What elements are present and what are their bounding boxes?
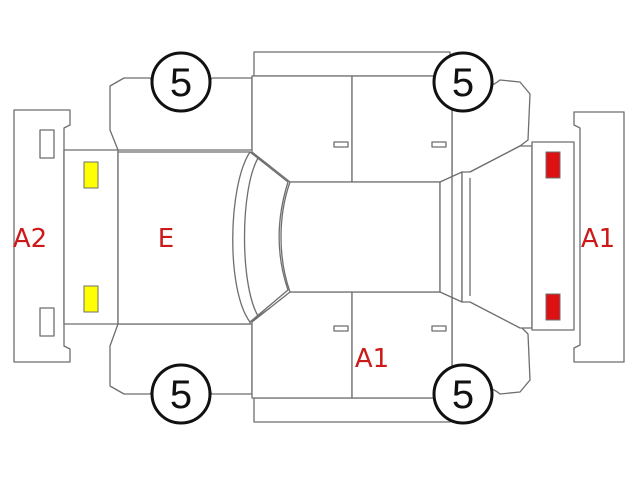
right-front-handle [431, 325, 447, 332]
tire-rear-left: 5 [150, 51, 212, 113]
tire-tread-front-right: 5 [452, 373, 474, 417]
tire-rear-right: 5 [150, 363, 212, 425]
hood-code: E [158, 224, 174, 254]
rear-bumper-code: A2 [13, 224, 47, 254]
roof [280, 181, 441, 293]
tire-tread-front-left: 5 [452, 61, 474, 105]
front-lamp-left [545, 151, 561, 179]
rear-lamp-right [83, 285, 99, 313]
rear-bumper [13, 109, 71, 363]
front-bumper-code: A1 [581, 224, 615, 254]
tire-tread-rear-right: 5 [170, 373, 192, 417]
front-lamp-right [545, 293, 561, 321]
left-front-handle [431, 141, 447, 148]
trunk-panel [63, 149, 251, 325]
tire-front-left: 5 [432, 51, 494, 113]
right-sill [253, 397, 451, 423]
rear-window [232, 151, 289, 323]
lower-door-code: A1 [355, 344, 389, 374]
hood-panel [461, 145, 533, 329]
left-sill [253, 51, 451, 77]
right-rear-handle [333, 325, 349, 332]
left-rear-handle [333, 141, 349, 148]
windshield [439, 171, 463, 303]
tire-front-right: 5 [432, 363, 494, 425]
front-bumper [573, 111, 625, 363]
rear-lamp-left [83, 161, 99, 189]
tire-tread-rear-left: 5 [170, 61, 192, 105]
